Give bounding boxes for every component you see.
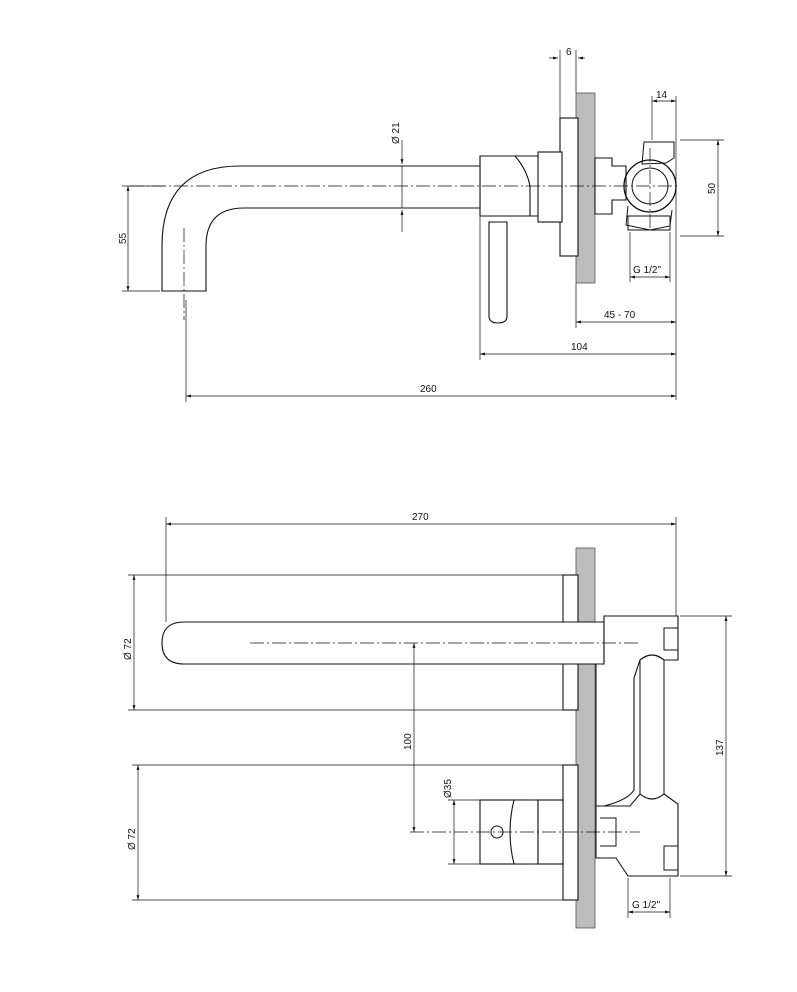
upper-outlet (663, 627, 679, 651)
dim-rosette-bottom: Ø 72 (127, 828, 138, 850)
front-wall-panel (575, 547, 596, 929)
dim-axis-distance: 100 (403, 733, 414, 750)
front-view: 270 Ø 72 Ø 72 100 Ø35 137 G 1/2" (123, 512, 732, 929)
lever (488, 221, 508, 324)
top-view: 6 14 Ø 21 55 50 G 1/2" 45 - 70 (118, 47, 724, 402)
dim-front-body-height: 137 (715, 739, 726, 756)
dim-wall-range: 45 - 70 (604, 310, 636, 321)
dim-spout-drop: 55 (118, 232, 129, 244)
collar (537, 151, 563, 223)
dim-total-width: 270 (412, 512, 429, 523)
dim-rosette-top: Ø 72 (123, 638, 134, 660)
dim-body-depth: 104 (571, 342, 588, 353)
dim-total-reach: 260 (420, 384, 437, 395)
dim-body-height: 50 (707, 182, 718, 194)
lower-rosette (562, 764, 579, 901)
dim-thread: G 1/2" (633, 265, 661, 276)
wall-plate (559, 117, 579, 257)
dim-handle-diameter: Ø35 (443, 779, 454, 798)
dim-thickness: 6 (566, 47, 572, 58)
front-mixing-body (595, 615, 679, 807)
dim-spout-diameter: Ø 21 (391, 122, 402, 144)
spout (161, 165, 481, 292)
dim-offset: 14 (656, 90, 668, 101)
wall-panel (575, 92, 596, 284)
lower-outlet (663, 845, 679, 871)
dim-front-thread: G 1/2" (632, 900, 660, 911)
front-lower-body (595, 793, 679, 877)
